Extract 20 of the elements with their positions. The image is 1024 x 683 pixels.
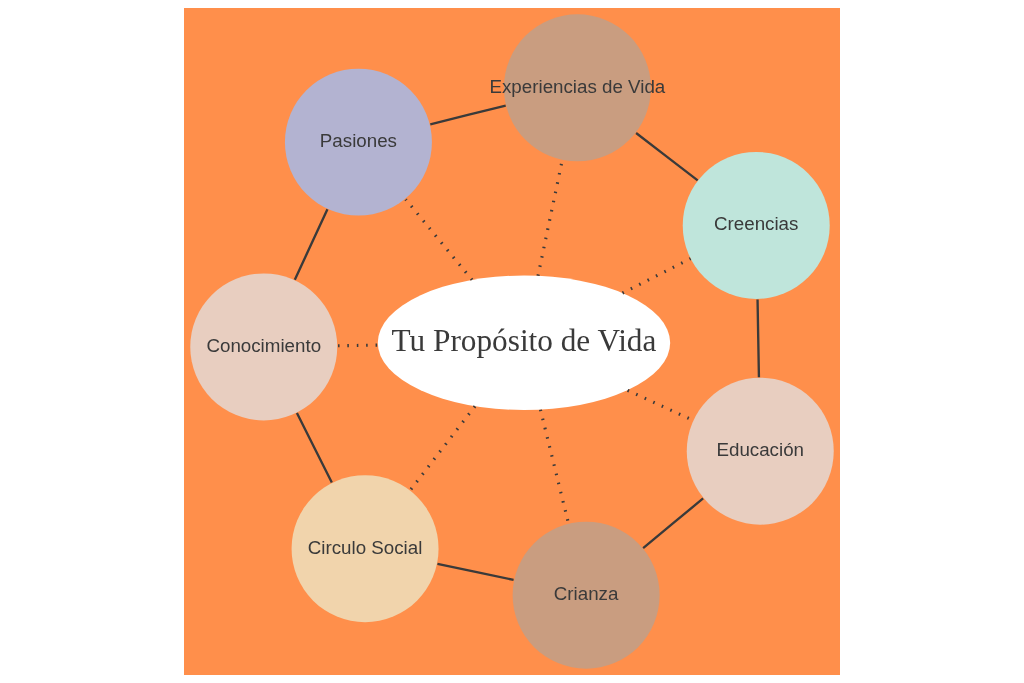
node-circle: Pasiones (284, 68, 432, 216)
node-circle: Circulo Social (291, 475, 439, 623)
connector (437, 562, 514, 582)
node-circle: Conocimiento (190, 273, 338, 421)
connector (293, 208, 329, 281)
connector (337, 343, 378, 348)
connector (621, 257, 692, 295)
node-circle: Creencias (682, 151, 830, 299)
connector (642, 497, 704, 549)
node-ellipse: Tu Propósito de Vida (377, 275, 671, 410)
connector (756, 299, 761, 378)
node-label: Experiencias de Vida (489, 75, 666, 97)
node-circle: Crianza (512, 521, 660, 669)
connector (538, 409, 570, 524)
connector (409, 405, 477, 491)
connector (404, 198, 474, 281)
connector (635, 132, 699, 182)
connector (295, 412, 333, 484)
node-circle: Educación (686, 377, 834, 525)
connector (430, 104, 506, 126)
